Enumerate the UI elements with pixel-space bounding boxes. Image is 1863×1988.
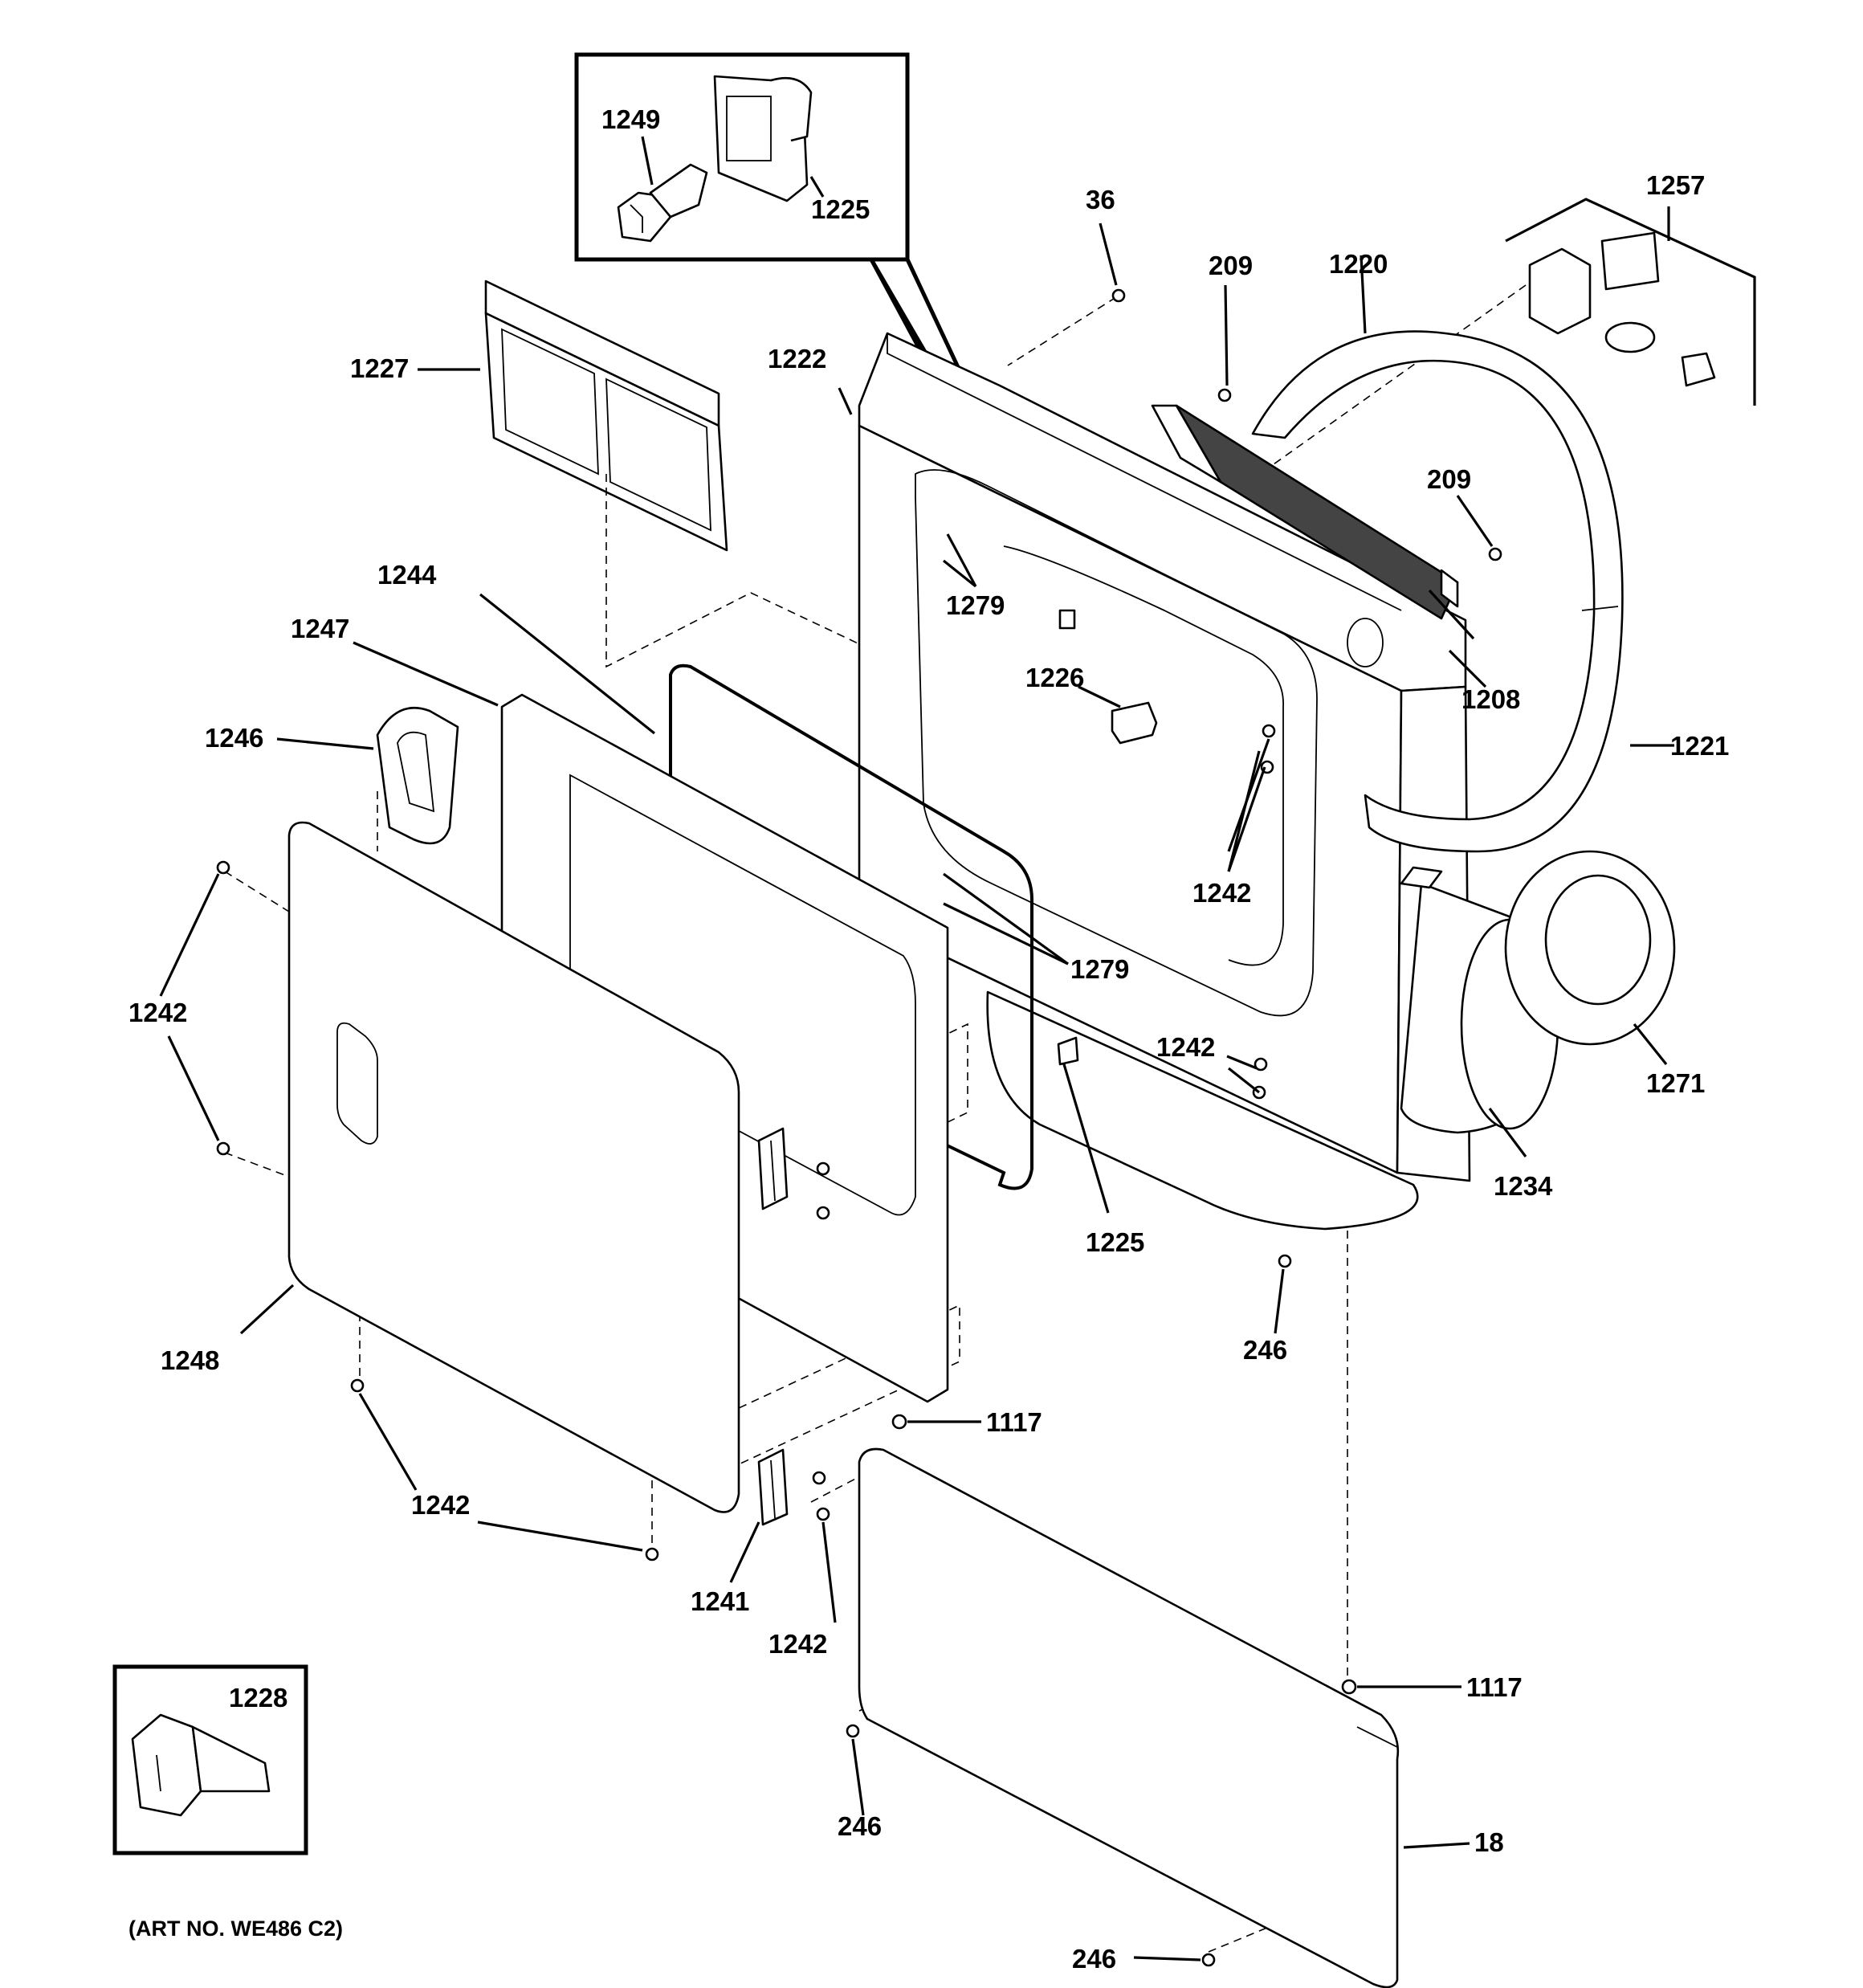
label-1225-inset: 1225 [811,194,870,224]
label-209-upper: 209 [1209,251,1253,280]
label-18: 18 [1474,1827,1504,1857]
label-1244: 1244 [377,560,437,590]
inset-detail-1228: 1228 [112,1664,308,1855]
hinge-upper [757,1127,789,1210]
toe-panel-18: 18 [858,1447,1504,1988]
label-1227: 1227 [350,353,409,383]
label-1242-bottom: 1242 [411,1490,470,1520]
label-1257: 1257 [1646,170,1705,200]
seal-ring-1271: 1271 [1504,850,1705,1098]
label-246-bottom: 246 [1072,1944,1116,1974]
label-1241: 1241 [691,1586,749,1616]
leader-lines [159,222,1494,1961]
clips-1279: 1279 1279 [943,533,1129,984]
label-1242-hinge: 1242 [768,1629,827,1659]
lint-filter-1227: 1227 [350,280,728,552]
door-gasket-1244: 1244 [377,560,1033,1190]
label-209-lower: 209 [1427,464,1471,494]
label-1271: 1271 [1646,1068,1705,1098]
label-246-middle: 246 [838,1811,882,1841]
label-1279-lower: 1279 [1070,954,1129,984]
label-1208: 1208 [1461,684,1520,714]
label-36: 36 [1086,185,1115,214]
grille-1208: 1208 [1151,404,1520,714]
door-handle-1246: 1246 [205,707,459,845]
label-1221: 1221 [1670,731,1729,761]
label-1117-lower: 1117 [1466,1672,1523,1702]
label-1242-right: 1242 [1156,1032,1215,1062]
label-1248: 1248 [161,1345,219,1375]
label-1246: 1246 [205,723,263,753]
bracket-1225: 1225 [1057,1036,1144,1257]
label-1228: 1228 [229,1683,287,1712]
label-1279-upper: 1279 [946,590,1005,620]
hinge-lower-1241: 1241 [691,1448,789,1616]
switch-1226: 1226 [1025,663,1158,745]
label-1222: 1222 [768,344,826,374]
label-1117-upper: 1117 [986,1407,1042,1437]
clip-part-1249 [617,163,708,243]
light-kit-1257: 1257 [1505,170,1756,406]
label-1249: 1249 [601,104,660,134]
label-1226: 1226 [1025,663,1084,692]
label-246-upper: 246 [1243,1335,1287,1365]
art-number: (ART NO. WE486 C2) [128,1917,343,1941]
duct-1234: 1234 [986,866,1559,1231]
label-1242-center: 1242 [1192,878,1251,908]
label-1242-left: 1242 [128,998,187,1027]
bracket-part-1225-inset [713,75,813,202]
drum-ring-1221-1220: 1220 1221 [1251,249,1729,853]
label-1234: 1234 [1494,1171,1553,1201]
label-1220: 1220 [1329,249,1388,279]
outer-door-1248: 1248 [161,821,740,1513]
label-1247: 1247 [291,614,349,643]
label-1225: 1225 [1086,1227,1144,1257]
